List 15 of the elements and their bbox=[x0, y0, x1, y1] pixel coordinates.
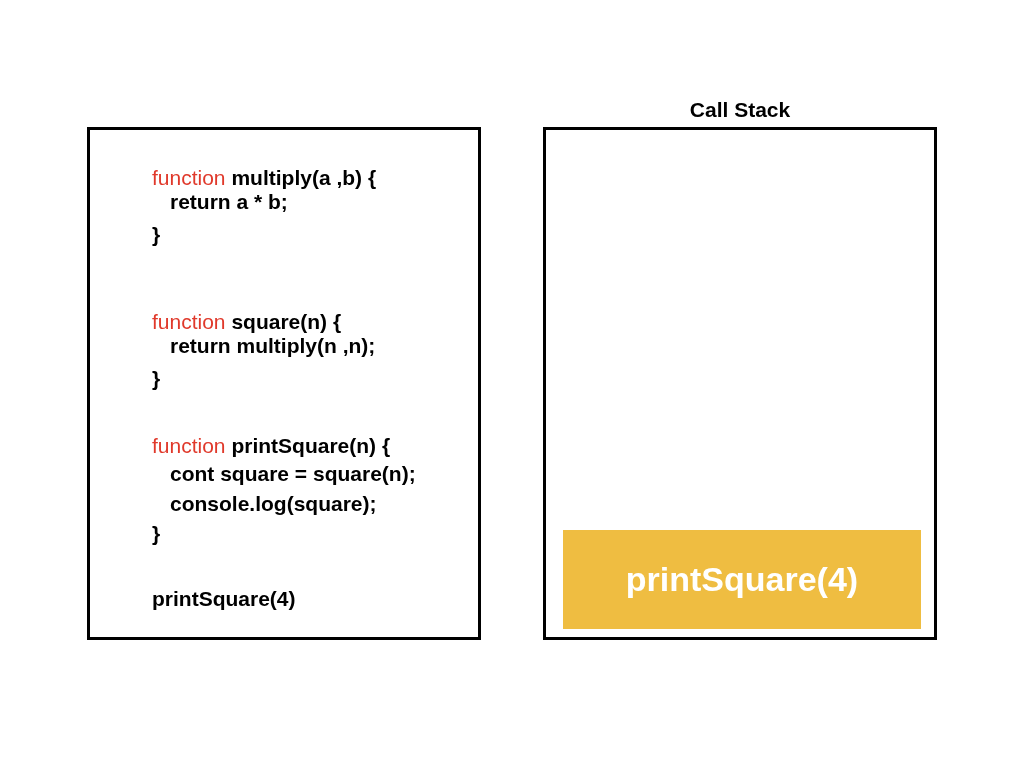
code-line: return multiply(n ,n); bbox=[170, 334, 376, 358]
code-line: return a * b; bbox=[170, 190, 288, 214]
code-line: } bbox=[152, 367, 161, 391]
stack-frame bbox=[563, 530, 921, 629]
code-line: printSquare(4) bbox=[152, 587, 296, 611]
code-line: } bbox=[152, 223, 161, 247]
code-panel bbox=[87, 127, 481, 640]
panel-heading: Call Stack bbox=[688, 97, 792, 123]
code-line: function multiply(a ,b) { bbox=[152, 166, 377, 190]
code-line: console.log(square); bbox=[170, 492, 377, 516]
code-line: function printSquare(n) { bbox=[152, 434, 391, 458]
code-line: function square(n) { bbox=[152, 310, 342, 334]
frame-label: printSquare(4) bbox=[625, 559, 859, 600]
code-line: cont square = square(n); bbox=[170, 462, 416, 486]
code-line: } bbox=[152, 522, 161, 546]
